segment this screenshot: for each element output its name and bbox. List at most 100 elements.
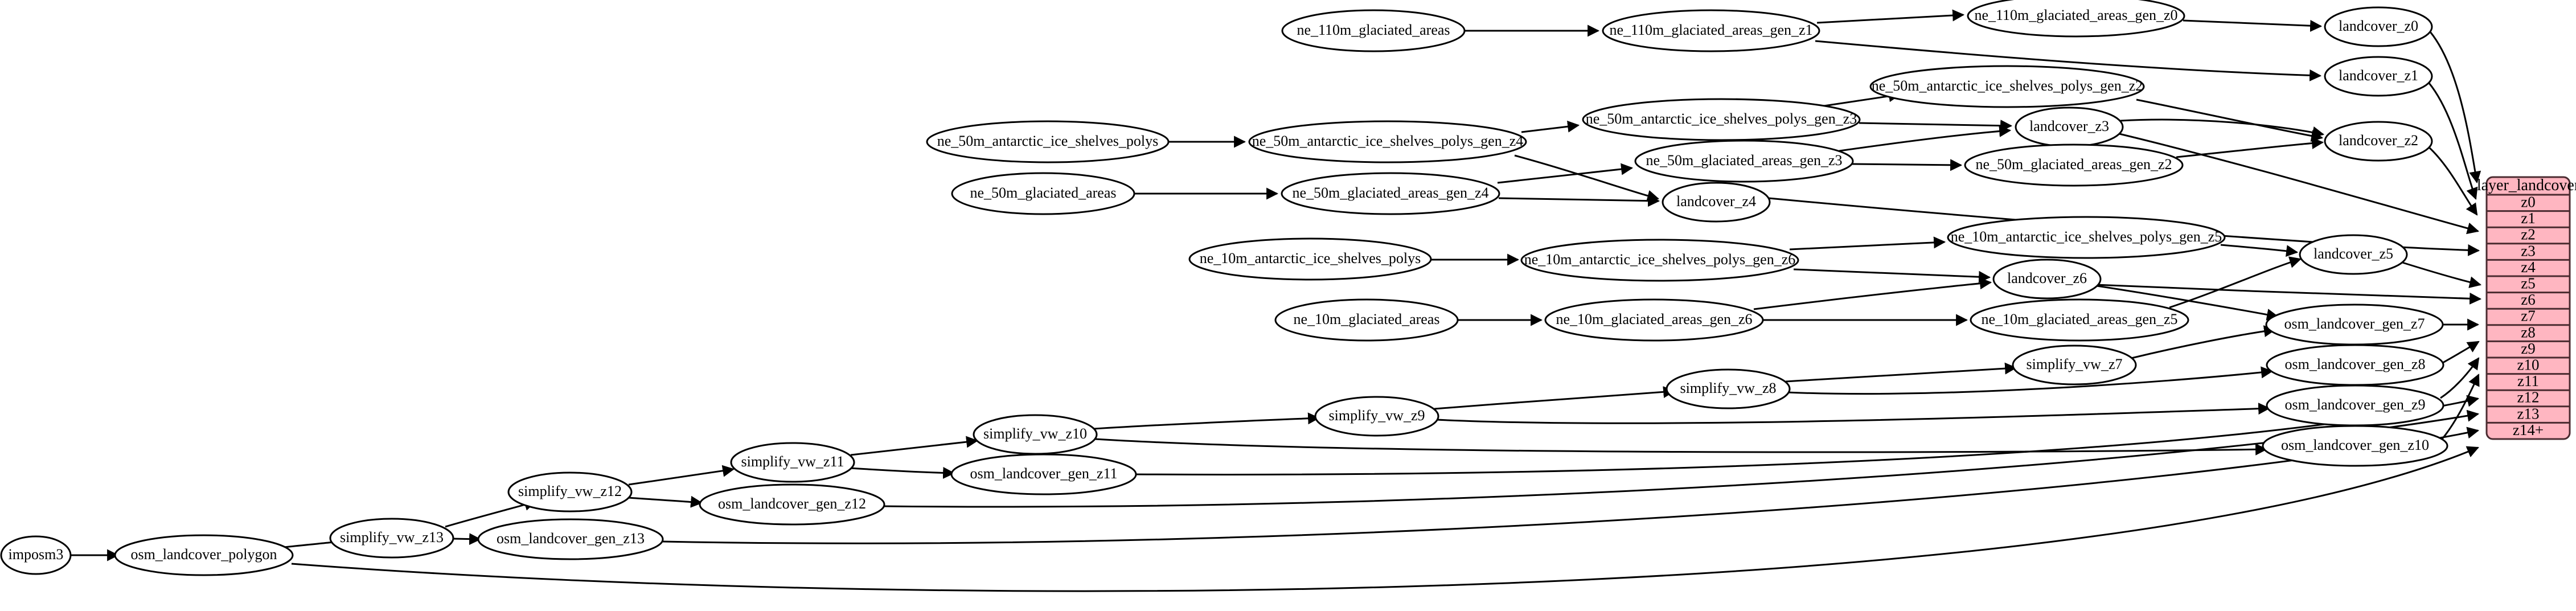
graph-node-landcover_z0[interactable]: landcover_z0 — [2324, 6, 2433, 47]
graph-node-ne_110m_glaciated_areas_gen_z0[interactable]: ne_110m_glaciated_areas_gen_z0 — [1967, 0, 2185, 38]
node-ellipse — [1947, 216, 2226, 259]
node-label: ne_50m_glaciated_areas — [970, 184, 1117, 201]
node-label: landcover_z0 — [2339, 18, 2418, 34]
node-label: ne_50m_antarctic_ice_shelves_polys_gen_z… — [1586, 110, 1857, 127]
graph-node-ne_10m_glaciated_areas[interactable]: ne_10m_glaciated_areas — [1274, 298, 1459, 342]
record-field-z7[interactable]: z7 — [2521, 307, 2535, 325]
node-ellipse — [1662, 182, 1771, 223]
record-field-z8[interactable]: z8 — [2521, 323, 2535, 341]
node-label: ne_10m_antarctic_ice_shelves_polys — [1200, 250, 1421, 266]
graph-node-ne_10m_glaciated_areas_gen_z5[interactable]: ne_10m_glaciated_areas_gen_z5 — [1970, 298, 2189, 342]
graph-node-ne_50m_antarctic_ice_shelves_polys[interactable]: ne_50m_antarctic_ice_shelves_polys — [926, 120, 1170, 163]
node-label: imposm3 — [9, 546, 64, 563]
graph-node-landcover_z4[interactable]: landcover_z4 — [1662, 182, 1771, 223]
layer-landcover-title: layer_landcover — [2477, 177, 2576, 194]
graph-node-ne_10m_antarctic_ice_shelves_polys[interactable]: ne_10m_antarctic_ice_shelves_polys — [1188, 237, 1432, 281]
record-field-z12[interactable]: z12 — [2517, 389, 2540, 406]
node-ellipse — [0, 535, 72, 575]
record-field-z11[interactable]: z11 — [2517, 372, 2539, 389]
edge — [1498, 195, 1660, 207]
record-field-z13[interactable]: z13 — [2517, 405, 2540, 422]
record-field-z9[interactable]: z9 — [2521, 340, 2535, 357]
graph-node-osm_landcover_gen_z8[interactable]: osm_landcover_gen_z8 — [2266, 344, 2444, 386]
graph-node-simplify_vw_z9[interactable]: simplify_vw_z9 — [1314, 396, 1439, 437]
graph-node-osm_landcover_gen_z9[interactable]: osm_landcover_gen_z9 — [2266, 384, 2444, 427]
node-label: landcover_z3 — [2029, 118, 2109, 134]
record-field-z4[interactable]: z4 — [2521, 259, 2536, 276]
edge — [2220, 244, 2299, 257]
graph-node-osm_landcover_gen_z13[interactable]: osm_landcover_gen_z13 — [477, 518, 664, 560]
graph-node-ne_50m_antarctic_ice_shelves_polys_gen_z2[interactable]: ne_50m_antarctic_ice_shelves_polys_gen_z… — [1869, 65, 2145, 108]
node-ellipse — [1602, 9, 1820, 52]
graph-node-simplify_vw_z11[interactable]: simplify_vw_z11 — [730, 442, 855, 483]
graph-node-simplify_vw_z8[interactable]: simplify_vw_z8 — [1666, 368, 1791, 409]
node-label: osm_landcover_gen_z13 — [497, 530, 645, 547]
edge — [1497, 163, 1634, 184]
graph-node-landcover_z2[interactable]: landcover_z2 — [2324, 121, 2433, 162]
edge — [1753, 277, 1992, 310]
edge — [2402, 261, 2482, 288]
edge — [2440, 374, 2480, 440]
node-ellipse — [1314, 396, 1439, 437]
graph-node-landcover_z3[interactable]: landcover_z3 — [2015, 106, 2124, 147]
node-ellipse — [2262, 425, 2448, 467]
node-ellipse — [730, 442, 855, 483]
node-ellipse — [2324, 6, 2433, 47]
node-ellipse — [950, 453, 1137, 495]
edge — [2176, 137, 2324, 158]
node-label: osm_landcover_gen_z12 — [718, 495, 866, 512]
record-field-z14+[interactable]: z14+ — [2513, 421, 2544, 438]
node-label: simplify_vw_z9 — [1329, 407, 1425, 424]
edge — [1094, 438, 2268, 456]
record-field-z6[interactable]: z6 — [2521, 291, 2535, 308]
edge — [1521, 120, 1580, 133]
graph-node-simplify_vw_z7[interactable]: simplify_vw_z7 — [2012, 345, 2137, 386]
graph-node-simplify_vw_z10[interactable]: simplify_vw_z10 — [973, 414, 1098, 455]
graph-node-simplify_vw_z12[interactable]: simplify_vw_z12 — [507, 471, 633, 512]
record-field-z2[interactable]: z2 — [2521, 226, 2535, 243]
node-ellipse — [1281, 9, 1466, 52]
node-label: osm_landcover_gen_z11 — [970, 465, 1118, 482]
graph-node-ne_50m_antarctic_ice_shelves_polys_gen_z3[interactable]: ne_50m_antarctic_ice_shelves_polys_gen_z… — [1582, 98, 1861, 141]
graph-node-ne_110m_glaciated_areas_gen_z1[interactable]: ne_110m_glaciated_areas_gen_z1 — [1602, 9, 1820, 52]
graph-node-ne_110m_glaciated_areas[interactable]: ne_110m_glaciated_areas — [1281, 9, 1466, 52]
graph-node-imposm3[interactable]: imposm3 — [0, 535, 72, 575]
node-ellipse — [2299, 234, 2408, 275]
graph-node-ne_50m_glaciated_areas_gen_z4[interactable]: ne_50m_glaciated_areas_gen_z4 — [1281, 172, 1500, 215]
record-field-z0[interactable]: z0 — [2521, 194, 2535, 211]
node-label: osm_landcover_polygon — [130, 546, 277, 563]
graph-node-osm_landcover_gen_z7[interactable]: osm_landcover_gen_z7 — [2265, 304, 2444, 346]
graph-node-osm_landcover_polygon[interactable]: osm_landcover_polygon — [114, 534, 294, 576]
node-label: ne_50m_antarctic_ice_shelves_polys_gen_z… — [1872, 77, 2143, 94]
graph-node-landcover_z6[interactable]: landcover_z6 — [1992, 259, 2102, 300]
node-label: ne_10m_antarctic_ice_shelves_polys_gen_z… — [1524, 251, 1796, 268]
graph-node-ne_50m_glaciated_areas_gen_z3[interactable]: ne_50m_glaciated_areas_gen_z3 — [1634, 140, 1854, 183]
graph-node-osm_landcover_gen_z10[interactable]: osm_landcover_gen_z10 — [2262, 425, 2448, 467]
node-label: simplify_vw_z7 — [2027, 356, 2123, 372]
edge — [2428, 83, 2478, 200]
node-label: ne_50m_glaciated_areas_gen_z2 — [1975, 156, 2172, 173]
edge — [1852, 159, 1963, 171]
record-field-z1[interactable]: z1 — [2521, 210, 2535, 227]
graph-node-ne_10m_glaciated_areas_gen_z6[interactable]: ne_10m_glaciated_areas_gen_z6 — [1544, 298, 1764, 342]
graph-node-ne_50m_glaciated_areas[interactable]: ne_50m_glaciated_areas — [951, 172, 1135, 215]
graph-node-simplify_vw_z13[interactable]: simplify_vw_z13 — [329, 518, 454, 559]
node-ellipse — [2324, 121, 2433, 162]
graph-node-landcover_z1[interactable]: landcover_z1 — [2324, 56, 2433, 97]
record-field-z10[interactable]: z10 — [2517, 356, 2540, 374]
graph-node-ne_10m_antarctic_ice_shelves_polys_gen_z5[interactable]: ne_10m_antarctic_ice_shelves_polys_gen_z… — [1947, 216, 2226, 259]
edge — [628, 465, 735, 486]
node-ellipse — [1634, 140, 1854, 183]
graph-node-ne_50m_antarctic_ice_shelves_polys_gen_z4[interactable]: ne_50m_antarctic_ice_shelves_polys_gen_z… — [1248, 120, 1527, 163]
node-label: ne_10m_glaciated_areas_gen_z6 — [1556, 311, 1752, 327]
graph-node-osm_landcover_gen_z11[interactable]: osm_landcover_gen_z11 — [950, 453, 1137, 495]
edge — [2095, 284, 2482, 305]
edge — [1785, 362, 2017, 383]
record-field-z5[interactable]: z5 — [2521, 275, 2535, 292]
record-field-z3[interactable]: z3 — [2521, 242, 2535, 259]
graph-node-ne_10m_antarctic_ice_shelves_polys_gen_z6[interactable]: ne_10m_antarctic_ice_shelves_polys_gen_z… — [1520, 239, 1799, 282]
graph-node-osm_landcover_gen_z12[interactable]: osm_landcover_gen_z12 — [699, 483, 885, 526]
graph-node-landcover_z5[interactable]: landcover_z5 — [2299, 234, 2408, 275]
node-ellipse — [477, 518, 664, 560]
graph-node-ne_50m_glaciated_areas_gen_z2[interactable]: ne_50m_glaciated_areas_gen_z2 — [1964, 143, 2184, 187]
